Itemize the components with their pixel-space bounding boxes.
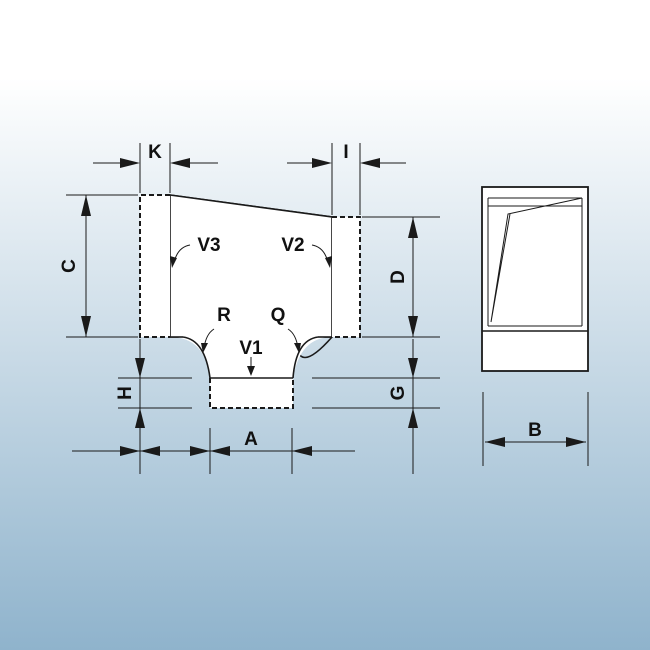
side-view — [481, 186, 589, 372]
right-collar-dashed — [332, 216, 361, 338]
label-C: C — [59, 259, 80, 273]
leader-V2: V2 — [281, 235, 332, 268]
fillet-Q — [292, 336, 319, 379]
label-K: K — [148, 142, 162, 163]
dimension-I: I — [287, 142, 406, 215]
label-I: I — [343, 142, 348, 163]
dimension-K: K — [93, 142, 218, 193]
dimension-C: C — [59, 194, 138, 338]
fillet-R — [182, 336, 211, 379]
label-G: G — [388, 386, 409, 401]
right-collar — [332, 217, 360, 337]
dimension-B: B — [482, 392, 589, 466]
left-collar — [140, 195, 170, 337]
branch-outlet — [210, 378, 293, 408]
leader-V1: V1 — [239, 338, 263, 376]
label-V2: V2 — [281, 235, 304, 256]
side-view-slope — [490, 197, 583, 323]
side-view-body — [481, 186, 589, 372]
dimension-G: G — [312, 339, 440, 474]
label-A: A — [244, 429, 258, 450]
label-Q: Q — [271, 305, 286, 326]
label-V1: V1 — [239, 338, 263, 359]
leader-Q: Q — [271, 305, 301, 353]
left-collar-dashed — [139, 194, 170, 338]
dimension-A: A — [72, 428, 355, 474]
label-B: B — [528, 420, 542, 441]
dimension-D: D — [362, 216, 440, 338]
leader-V3: V3 — [170, 235, 221, 268]
label-V3: V3 — [197, 235, 220, 256]
branch-dashed — [209, 378, 294, 409]
label-H: H — [115, 386, 136, 400]
label-R: R — [217, 305, 231, 326]
leader-R: R — [201, 305, 231, 353]
label-D: D — [388, 270, 409, 284]
